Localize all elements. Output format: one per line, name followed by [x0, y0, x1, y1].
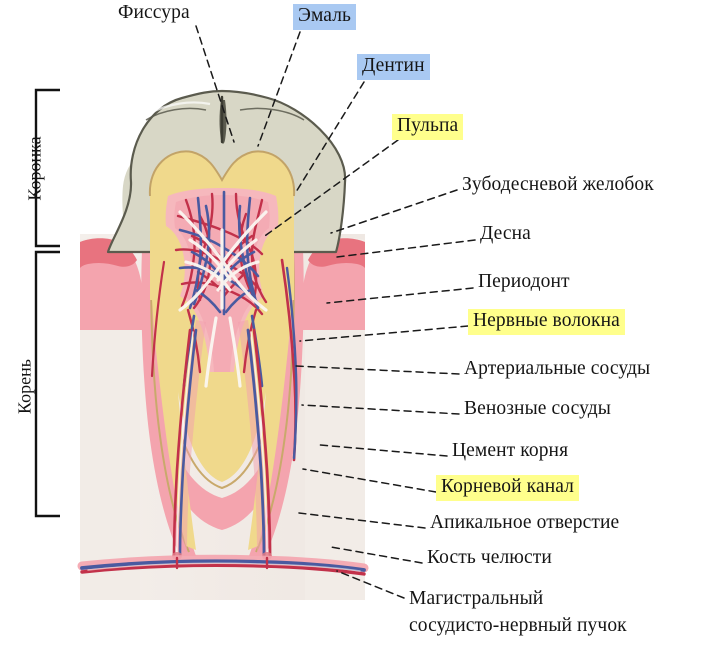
label-enamel: Эмаль: [293, 4, 357, 30]
label-fissure: Фиссура: [118, 2, 190, 23]
root-bracket: [34, 250, 60, 518]
leader-fissure: [195, 25, 235, 143]
leader-apical-foramen: [298, 512, 426, 529]
leader-jaw-bone: [330, 546, 423, 564]
pulp-vessel-network: [174, 190, 268, 388]
label-gum: Десна: [480, 223, 531, 244]
leader-veins: [301, 404, 460, 415]
leader-arteries: [294, 365, 460, 375]
leader-nv-bundle: [336, 570, 405, 599]
label-gingival-sulcus: Зубодесневой желобок: [462, 174, 654, 195]
main-neurovascular-bundle: [77, 554, 369, 576]
gum-tissue: [80, 237, 365, 601]
label-veins: Венозные сосуды: [464, 398, 611, 419]
label-root-cementum: Цемент корня: [452, 440, 569, 461]
label-apical-foramen: Апикальное отверстие: [430, 512, 620, 533]
label-neurovascular-bundle-line2: сосудисто-нервный пучок: [409, 615, 627, 636]
label-neurovascular-bundle-line1: Магистральный: [409, 588, 544, 609]
label-dentin: Дентин: [357, 54, 430, 80]
crown-bracket: [34, 88, 60, 248]
leader-nerve-fibers: [299, 325, 469, 342]
leader-root-canal: [302, 468, 437, 493]
bracket-label-crown: Коронка: [24, 136, 45, 201]
leader-root-cementum: [319, 444, 448, 457]
leader-lines: [195, 25, 476, 599]
root-canal-vessels: [150, 258, 298, 558]
leader-pulp: [261, 139, 399, 239]
label-pulp: Пульпа: [392, 114, 464, 140]
label-periodontium: Периодонт: [478, 271, 570, 292]
label-jaw-bone: Кость челюсти: [427, 547, 552, 568]
root-canal-right: [238, 320, 267, 552]
label-root-canal: Корневой канал: [436, 475, 579, 501]
root-canal-left: [177, 320, 206, 552]
leader-enamel: [257, 31, 301, 147]
leader-gingival-sulcus: [330, 189, 458, 234]
label-arteries: Артериальные сосуды: [464, 358, 651, 379]
bracket-label-root: Корень: [14, 359, 35, 414]
leader-dentin: [295, 81, 365, 193]
leader-periodontium: [326, 287, 474, 304]
label-nerve-fibers: Нервные волокна: [468, 309, 625, 335]
